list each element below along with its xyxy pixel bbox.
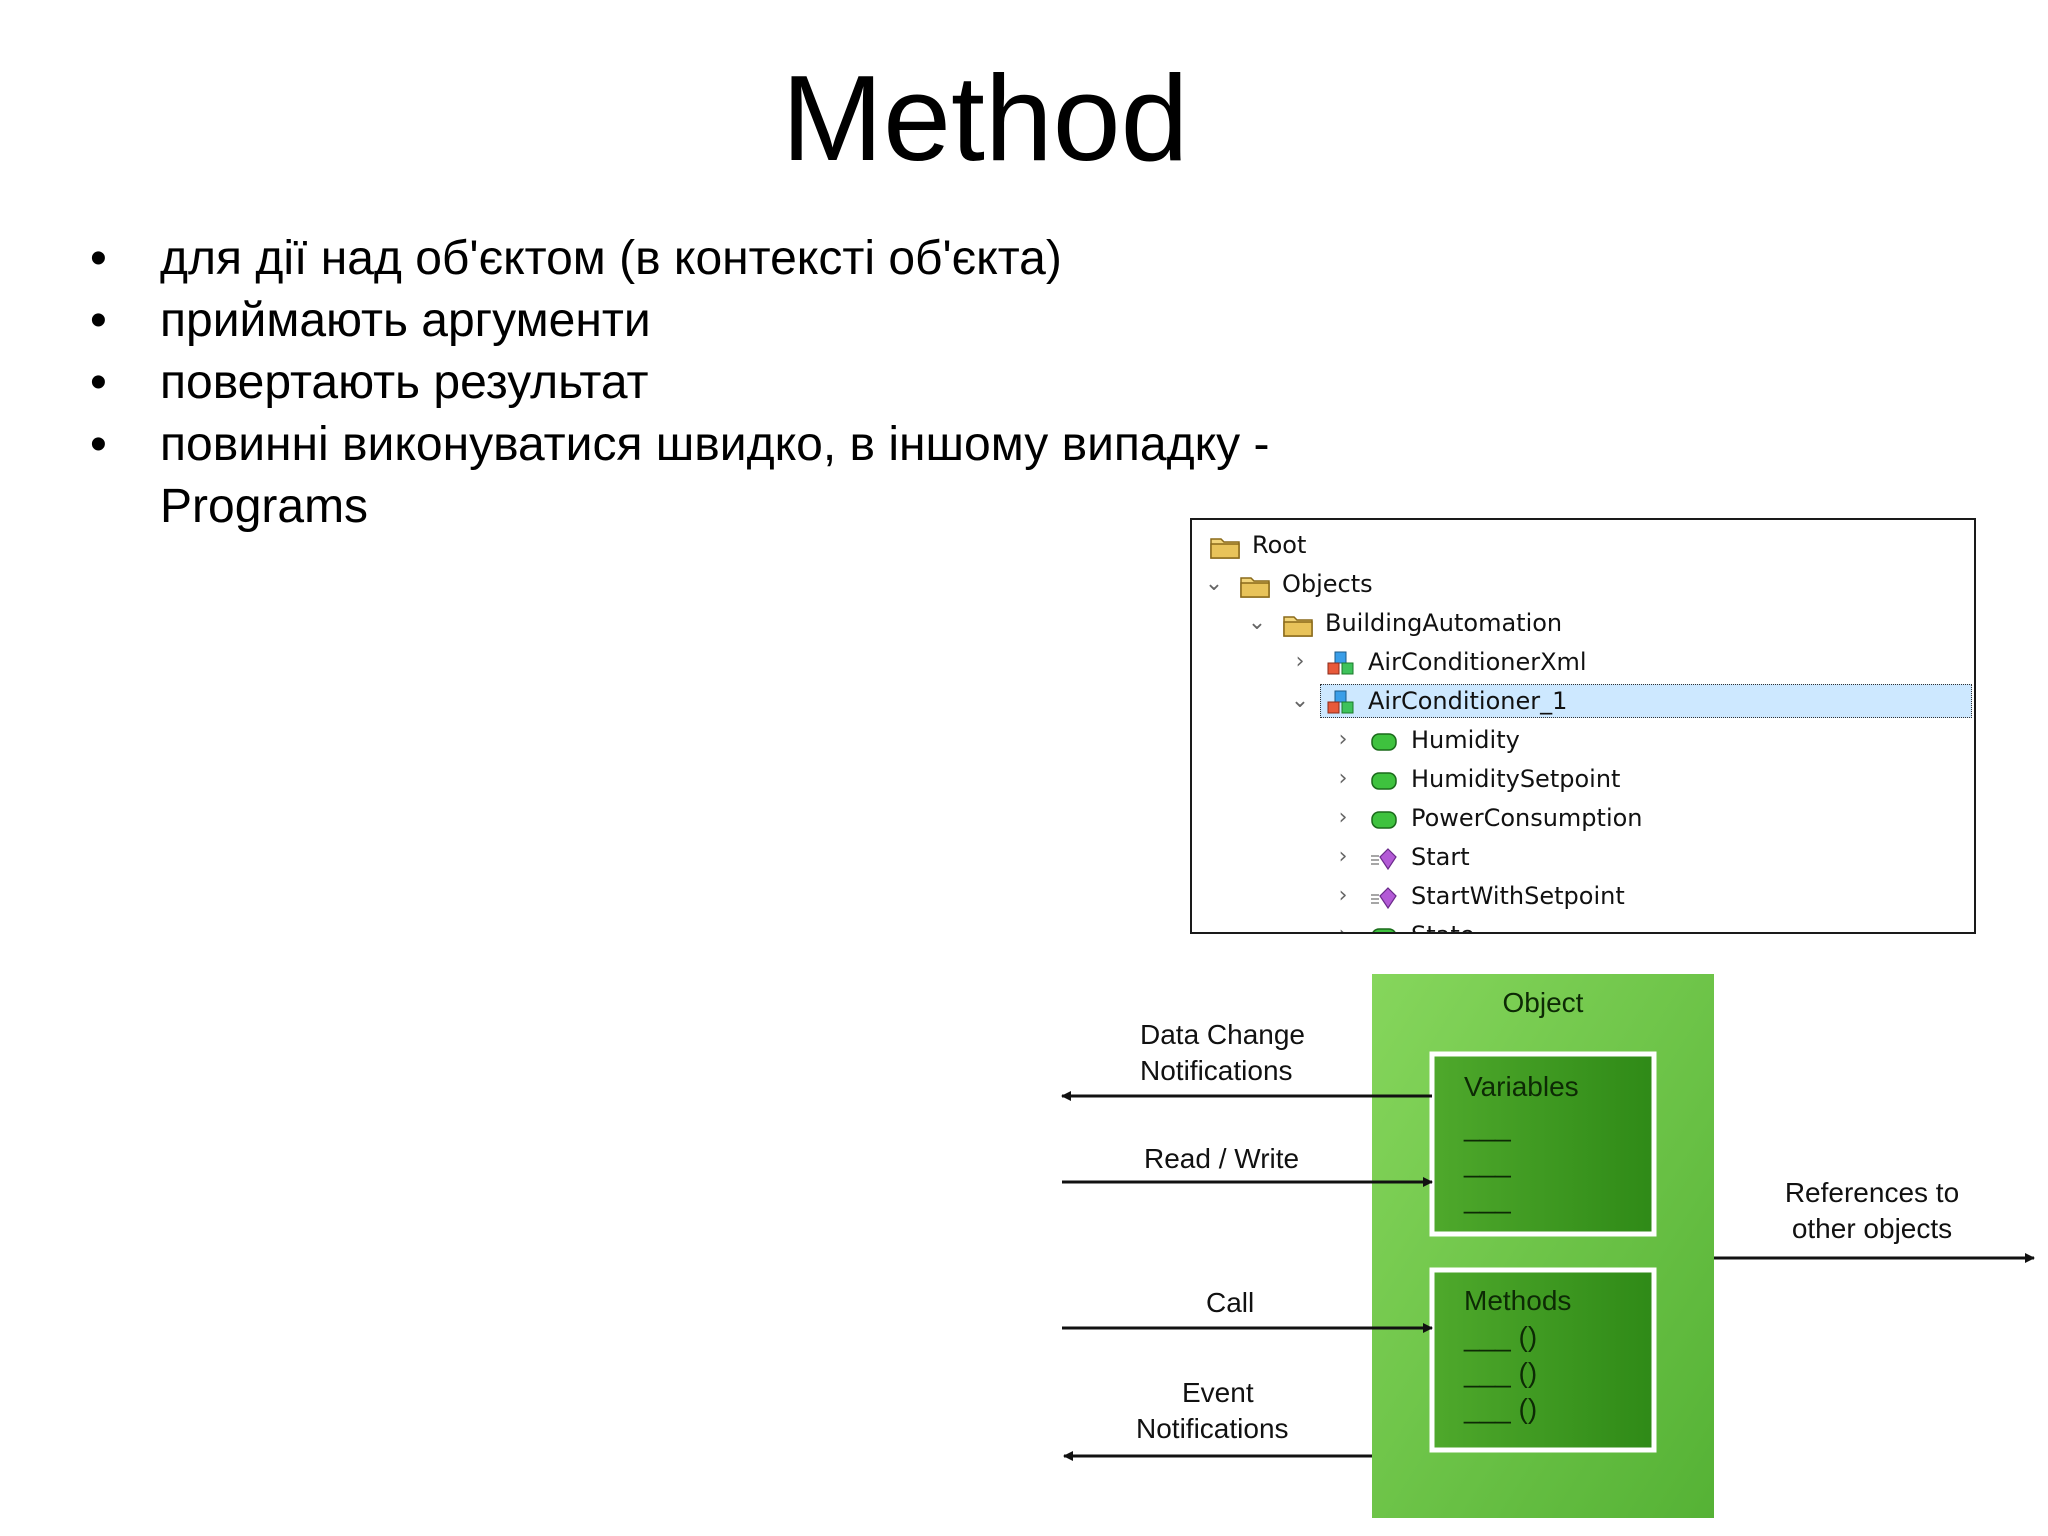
variable-icon xyxy=(1369,806,1399,832)
bullet-item: • приймають аргументи xyxy=(90,290,1450,352)
slide-title: Method xyxy=(781,50,1189,186)
object-icon xyxy=(1326,689,1356,715)
tree-item-label: AirConditionerXml xyxy=(1368,648,1587,676)
tree-item[interactable]: ⌄ Objects xyxy=(1192,565,1974,603)
expand-chevron-icon[interactable]: › xyxy=(1338,883,1348,908)
collapse-chevron-icon[interactable]: ⌄ xyxy=(1290,688,1310,713)
selection-highlight xyxy=(1320,684,1972,718)
tree-item-label: PowerConsumption xyxy=(1411,804,1643,832)
tree-item-label: Objects xyxy=(1282,570,1373,598)
object-icon xyxy=(1326,650,1356,676)
event-label: Event xyxy=(1182,1377,1254,1408)
tree-item-label: Humidity xyxy=(1411,726,1520,754)
expand-chevron-icon[interactable]: › xyxy=(1338,766,1348,791)
bullet-text: повинні виконуватися швидко, в іншому ви… xyxy=(160,418,1270,533)
read-write-label: Read / Write xyxy=(1144,1143,1299,1174)
variable-line: ___ xyxy=(1463,1111,1511,1142)
tree-item-label: HumiditySetpoint xyxy=(1411,765,1621,793)
variable-line: ___ xyxy=(1463,1183,1511,1214)
tree-item-label: AirConditioner_1 xyxy=(1368,687,1568,715)
object-model-diagram: Object Variables ___ ___ ___ Methods ___… xyxy=(1061,974,2035,1518)
tree-item[interactable]: › Start xyxy=(1192,838,1974,876)
tree-item[interactable]: › AirConditionerXml xyxy=(1192,643,1974,681)
tree-item[interactable]: › State xyxy=(1192,916,1974,932)
tree-item-label: StartWithSetpoint xyxy=(1411,882,1625,910)
collapse-chevron-icon[interactable]: ⌄ xyxy=(1204,571,1224,596)
data-change-label: Notifications xyxy=(1140,1055,1293,1086)
bullet-item: • для дії над об'єктом (в контексті об'єк… xyxy=(90,228,1450,290)
tree-item[interactable]: › StartWithSetpoint xyxy=(1192,877,1974,915)
expand-chevron-icon[interactable]: › xyxy=(1338,727,1348,752)
tree-item[interactable]: › Humidity xyxy=(1192,721,1974,759)
variable-line: ___ xyxy=(1463,1147,1511,1178)
tree-item[interactable]: › PowerConsumption xyxy=(1192,799,1974,837)
variable-icon xyxy=(1369,728,1399,754)
bullet-glyph: • xyxy=(90,418,107,471)
bullet-list: • для дії над об'єктом (в контексті об'єк… xyxy=(90,228,1450,538)
bullet-glyph: • xyxy=(90,356,107,409)
expand-chevron-icon[interactable]: › xyxy=(1295,649,1305,674)
tree-item[interactable]: ⌄ AirConditioner_1 xyxy=(1192,682,1974,720)
tree-item[interactable]: › HumiditySetpoint xyxy=(1192,760,1974,798)
bullet-text: приймають аргументи xyxy=(160,294,651,347)
tree-item-label: State xyxy=(1411,916,1475,932)
method-icon xyxy=(1369,884,1399,910)
bullet-text: для дії над об'єктом (в контексті об'єкт… xyxy=(160,232,1062,285)
method-line: ___ () xyxy=(1463,1393,1537,1424)
methods-label: Methods xyxy=(1464,1285,1571,1316)
method-line: ___ () xyxy=(1463,1357,1537,1388)
variables-box xyxy=(1429,1051,1657,1237)
variable-icon xyxy=(1369,923,1399,932)
expand-chevron-icon[interactable]: › xyxy=(1338,805,1348,830)
event-label: Notifications xyxy=(1136,1413,1289,1444)
tree-item-label: Start xyxy=(1411,843,1470,871)
bullet-item: • повертають результат xyxy=(90,352,1450,414)
call-label: Call xyxy=(1206,1287,1254,1318)
tree-item[interactable]: ⌄ BuildingAutomation xyxy=(1192,604,1974,642)
folder-icon xyxy=(1210,533,1240,559)
expand-chevron-icon[interactable]: › xyxy=(1333,916,1353,932)
bullet-glyph: • xyxy=(90,232,107,285)
expand-chevron-icon[interactable]: › xyxy=(1338,844,1348,869)
address-space-tree[interactable]: Root ⌄ Objects ⌄ BuildingAutomation › AirCondi… xyxy=(1190,518,1976,934)
collapse-chevron-icon[interactable]: ⌄ xyxy=(1247,610,1267,635)
methods-box xyxy=(1429,1267,1657,1453)
object-label: Object xyxy=(1503,987,1584,1018)
bullet-glyph: • xyxy=(90,294,107,347)
variables-label: Variables xyxy=(1464,1071,1579,1102)
data-change-label: Data Change xyxy=(1140,1019,1305,1050)
bullet-text: повертають результат xyxy=(160,356,649,409)
references-label: References to xyxy=(1785,1177,1959,1208)
tree-item-label: Root xyxy=(1252,531,1307,559)
method-icon xyxy=(1369,845,1399,871)
folder-icon xyxy=(1283,611,1313,637)
tree-item[interactable]: Root xyxy=(1192,526,1974,564)
tree-item-label: BuildingAutomation xyxy=(1325,609,1563,637)
bullet-item: • повинні виконуватися швидко, в іншому в… xyxy=(90,414,1450,538)
folder-icon xyxy=(1240,572,1270,598)
method-line: ___ () xyxy=(1463,1321,1537,1352)
references-label: other objects xyxy=(1792,1213,1952,1244)
variable-icon xyxy=(1369,767,1399,793)
